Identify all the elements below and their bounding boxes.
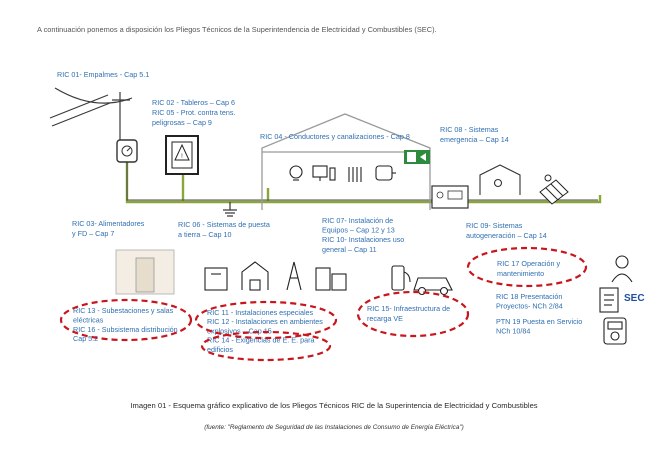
ev-charging-icon: [391, 265, 453, 296]
solar-panel-icon: [539, 174, 569, 205]
svg-text:!: !: [181, 154, 183, 160]
label-line: NCh 10/84: [496, 327, 530, 336]
label-line: RIC 10- Instalaciones uso: [322, 235, 404, 244]
label-line: PTN 19 Puesta en Servicio: [496, 317, 582, 326]
label-line: RIC 16 - Subsistema distribución: [73, 325, 178, 334]
label-line: autogeneración – Cap 14: [466, 231, 547, 240]
label-line: RIC 18 Presentación: [496, 292, 562, 301]
label-line: edificios: [207, 345, 233, 354]
power-line-icon: [49, 87, 133, 142]
label-line: RIC 01- Empalmes - Cap 5.1: [57, 70, 149, 79]
label-line: recarga VE: [367, 314, 403, 323]
meter-icon: [116, 139, 138, 163]
label-line: RIC 17 Operación y: [497, 259, 561, 268]
charger-box-icon: [431, 185, 469, 209]
label-line: emergencia – Cap 14: [440, 135, 509, 144]
svg-text:SEC: SEC: [624, 293, 645, 304]
label-line: eléctricas: [73, 315, 104, 324]
ric-diagram: !: [49, 70, 645, 362]
substation-icon: [115, 249, 175, 295]
label-line: general – Cap 11: [322, 245, 377, 254]
ellipse-ric11: [194, 300, 338, 340]
label-line: peligrosas – Cap 9: [152, 118, 212, 127]
label-line: RIC 07- Instalación de: [322, 216, 393, 225]
label-line: explosivos – Cap 15: [207, 326, 272, 335]
ellipse-ric13: [59, 298, 193, 342]
emergency-exit-icon: [404, 150, 430, 164]
label-line: RIC 11 - Instalaciones especiales: [207, 308, 314, 317]
label-line: RIC 02 - Tableros – Cap 6: [152, 98, 235, 107]
intro-text: A continuación ponemos a disposición los…: [37, 25, 437, 34]
label-line: RIC 03- Alimentadores: [72, 219, 145, 228]
solar-house-icon: [479, 164, 521, 195]
label-ric04: RIC 04 - Conductores y canalizaciones - …: [260, 132, 410, 141]
ellipse-ric14: [200, 330, 332, 362]
documents-icon: [599, 287, 619, 313]
special-buildings-icon: [204, 261, 347, 291]
ellipse-ric15: [356, 290, 470, 338]
label-line: RIC 15- Infraestructura de: [367, 304, 450, 313]
label-line: RIC 05 - Prot. contra tens.: [152, 108, 236, 117]
devices-icon: [289, 165, 396, 182]
label-line: Cap 5.2: [73, 334, 98, 343]
label-line: RIC 14 - Exigencias de E. E. para: [207, 336, 314, 345]
label-line: y FD – Cap 7: [72, 229, 114, 238]
label-line: RIC 12 - Instalaciones en ambientes: [207, 317, 323, 326]
label-line: Equipos – Cap 12 y 13: [322, 226, 395, 235]
figure-caption: Imagen 01 - Esquema gráfico explicativo …: [130, 401, 538, 410]
label-line: RIC 09- Sistemas: [466, 221, 523, 230]
label-line: Proyectos- NCh 2/84: [496, 302, 563, 311]
ellipse-ric17: [466, 246, 588, 288]
house-outline: [261, 113, 431, 210]
label-line: a tierra – Cap 10: [178, 230, 232, 239]
technician-icon: [611, 255, 633, 283]
panel-board-icon: !: [165, 135, 199, 175]
label-line: RIC 08 - Sistemas: [440, 125, 499, 134]
label-line: mantenimiento: [497, 269, 544, 278]
ground-icon: [223, 202, 237, 217]
label-line: RIC 04 - Conductores y canalizaciones - …: [260, 132, 410, 141]
label-line: RIC 06 - Sistemas de puesta: [178, 220, 270, 229]
label-line: RIC 13 - Subestaciones y salas: [73, 306, 174, 315]
highlight-ellipses: [59, 246, 588, 362]
figure-source: (fuente: "Reglamento de Seguridad de las…: [204, 424, 464, 431]
sec-logo: SEC: [624, 293, 645, 304]
label-ric01: RIC 01- Empalmes - Cap 5.1: [57, 70, 149, 79]
multimeter-icon: [603, 317, 627, 345]
